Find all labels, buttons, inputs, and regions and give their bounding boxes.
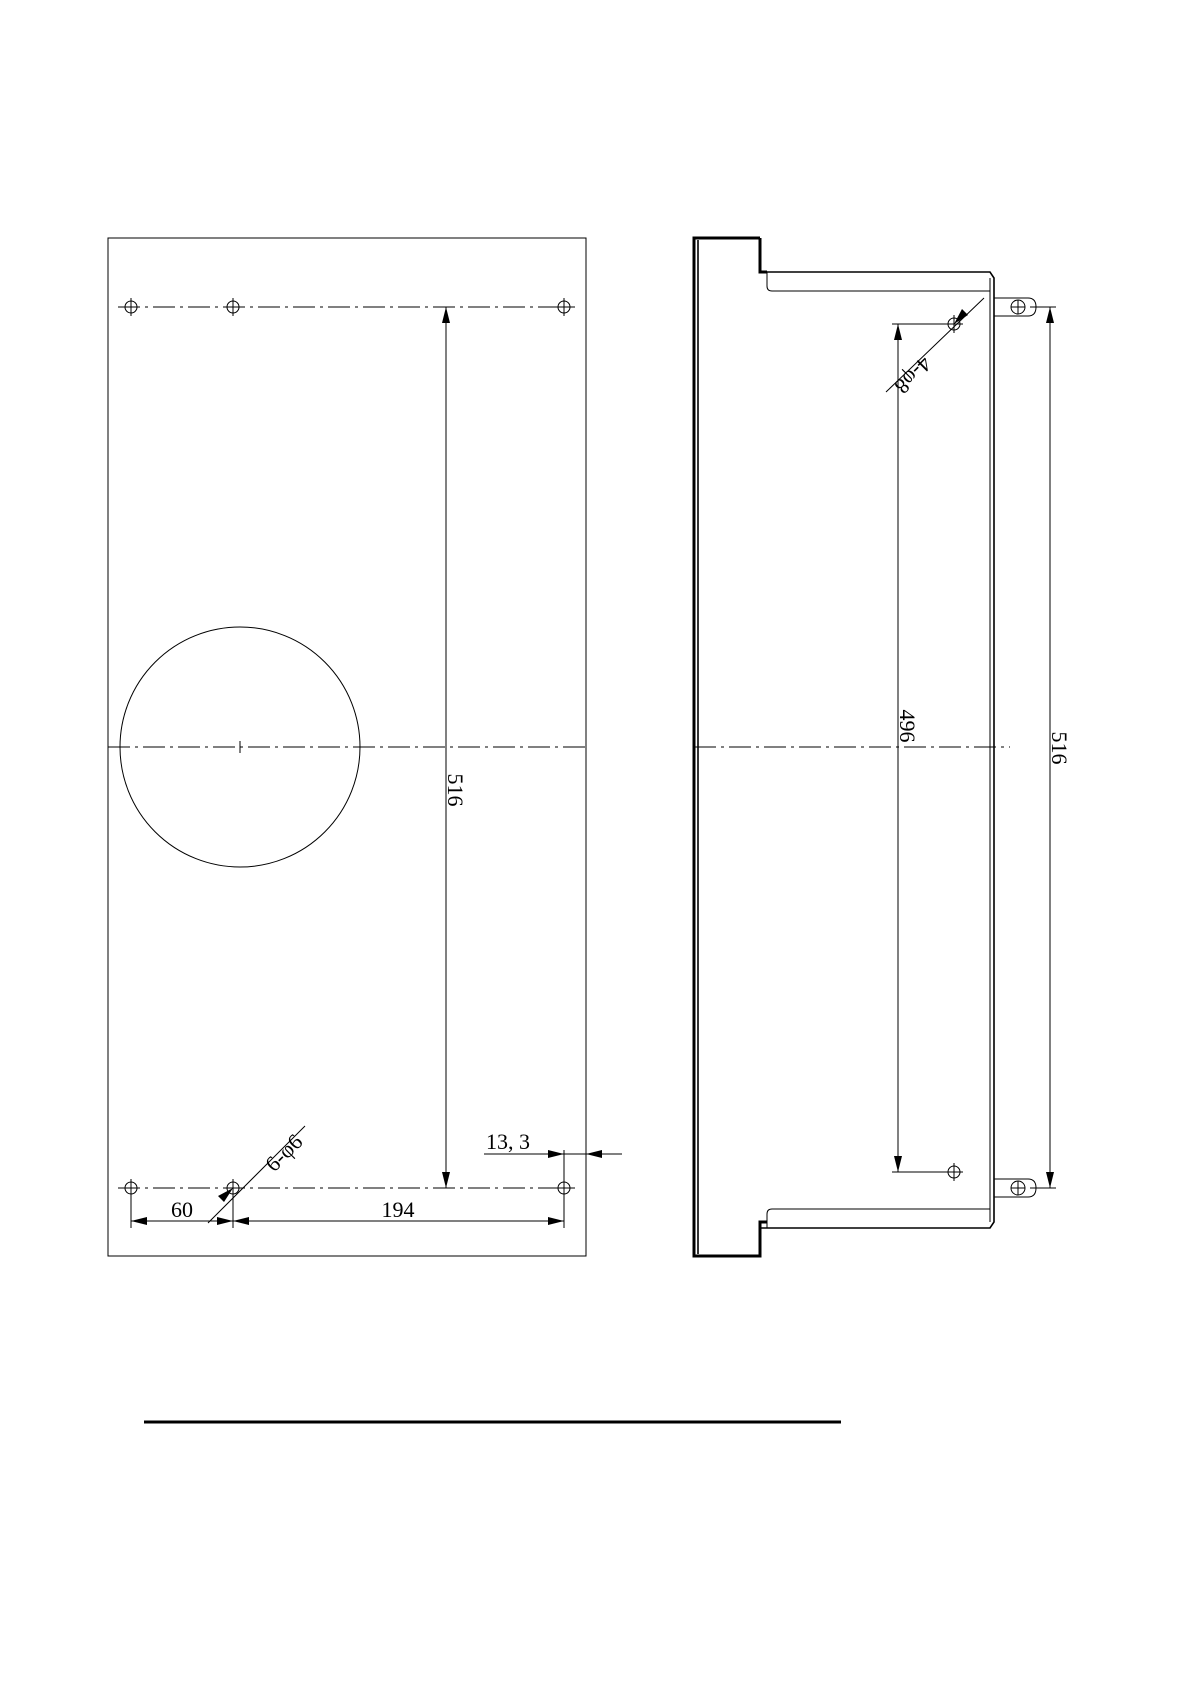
side-view: 496 516 4-φ8: [694, 238, 1072, 1256]
mounting-ear-bottom: [994, 1179, 1036, 1197]
dimension-edge-offset: 13, 3: [484, 1129, 622, 1188]
dimension-inner-span: 496: [892, 324, 946, 1172]
hole-callout-side-label: 4-φ8: [890, 352, 937, 399]
dimension-height-label: 516: [443, 774, 468, 807]
mounting-ear-top: [994, 298, 1036, 316]
dimension-outer-span: 516: [1030, 307, 1072, 1188]
dimension-edge-offset-label: 13, 3: [486, 1129, 530, 1154]
dimension-left-offset-label: 60: [171, 1197, 193, 1222]
dimension-hole-span-label: 194: [382, 1197, 415, 1222]
dimension-outer-span-label: 516: [1047, 732, 1072, 765]
hole-callout-side: 4-φ8: [886, 298, 984, 399]
mounting-hole: [555, 298, 573, 316]
side-hole: [945, 1163, 963, 1181]
hole-callout-front: 6-φ6: [208, 1126, 307, 1223]
dimension-bottom: 60 194: [131, 1188, 564, 1228]
dimension-inner-span-label: 496: [895, 710, 920, 743]
front-view: 516 60 194 13, 3 6-φ6: [108, 238, 622, 1256]
mounting-hole: [122, 298, 140, 316]
hole-callout-front-label: 6-φ6: [260, 1129, 307, 1176]
mounting-hole: [224, 298, 242, 316]
